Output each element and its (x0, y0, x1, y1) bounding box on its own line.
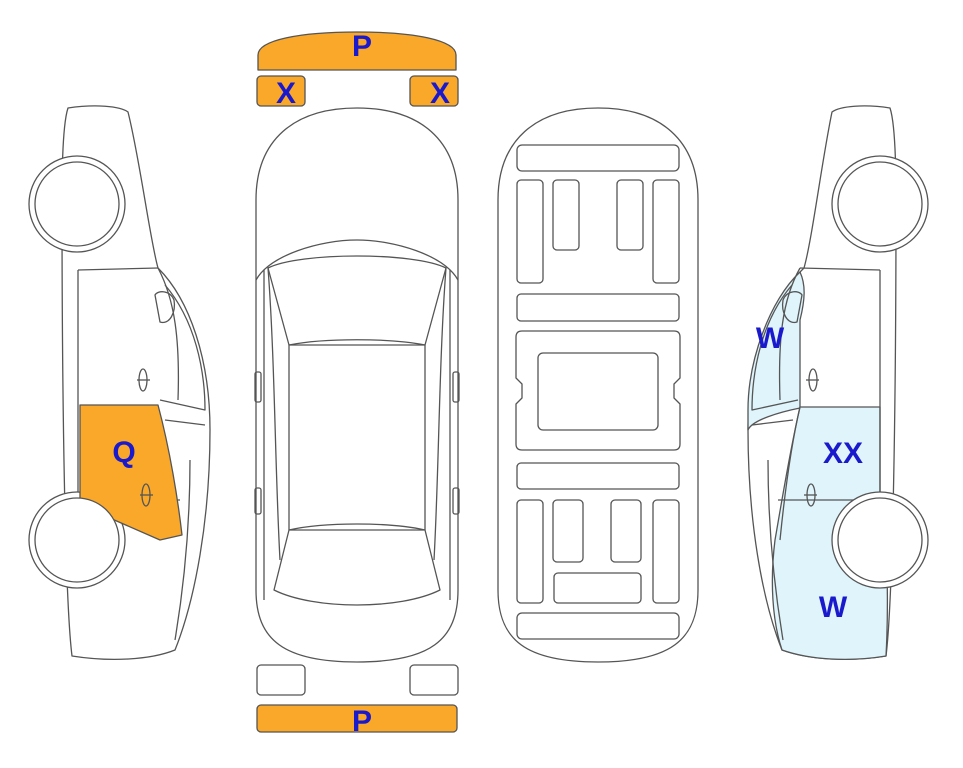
left-side-pillar (157, 267, 180, 401)
top-rear-window (273, 523, 441, 606)
top-rear-right-light (409, 664, 459, 696)
top-hood-line (255, 239, 459, 281)
left-side-front-wheel (34, 161, 120, 247)
right-quarter-panel-code: W (819, 591, 848, 624)
right-side-rear-wheel (837, 497, 923, 583)
right-rear-door-code: XX (823, 437, 863, 470)
right-side-rocker (751, 419, 794, 426)
right-side-door-edge (779, 406, 801, 541)
left-side-windshield (159, 284, 206, 411)
right-side-rear-line (767, 459, 784, 641)
underside-center-panel (537, 352, 659, 431)
underside-front-right-bay (652, 179, 680, 284)
top-view (254, 31, 460, 733)
top-left-rear-handle (254, 487, 262, 515)
underside-rear-left-slot (552, 499, 584, 563)
right-side-mirror (781, 291, 803, 324)
top-front-bumper (257, 31, 457, 71)
front-left-light-code: X (276, 77, 296, 110)
underside-rear-right-bay (652, 499, 680, 604)
right-side-pillar (778, 267, 801, 401)
left-rear-door-code: Q (112, 436, 135, 469)
top-front-left-light (256, 75, 306, 107)
right-side-windshield (751, 284, 799, 411)
underside-front-left-slot (552, 179, 580, 251)
left-side-rear-line (174, 459, 191, 641)
left-side-rear-wheel (34, 497, 120, 583)
rear-bumper-code: P (352, 705, 372, 738)
underside-crossmember-rear (516, 462, 680, 490)
underside-rear-left-bay (516, 499, 544, 604)
left-side-rocker (164, 419, 206, 426)
top-front-right-light (409, 75, 459, 107)
top-left-mirror (254, 371, 262, 403)
underside-front-panel (516, 144, 680, 172)
right-pillar-code: W (756, 322, 785, 355)
underside-front-right-slot (616, 179, 644, 251)
right-side-roof-line (799, 267, 881, 271)
right-side-front-wheel (837, 161, 923, 247)
top-right-mirror (452, 371, 460, 403)
underside-front-left-bay (516, 179, 544, 284)
right-side-view (747, 105, 929, 661)
left-side-rear-door-damage (79, 404, 183, 541)
front-right-light-code: X (430, 77, 450, 110)
underside-center-frame (515, 330, 681, 451)
front-bumper-code: P (352, 30, 372, 63)
left-side-roof-line (77, 267, 159, 271)
right-side-door-handle-rear (804, 483, 817, 507)
top-right-pillar (433, 267, 447, 561)
underside-view (497, 107, 699, 663)
underside-rear-center-slot (553, 572, 642, 604)
left-side-door-handle-front (137, 368, 150, 392)
top-right-rear-handle (452, 487, 460, 515)
left-side-view (28, 105, 211, 661)
right-side-door-handle-front (806, 368, 819, 392)
underside-crossmember-front (516, 293, 680, 322)
top-left-pillar (267, 267, 281, 561)
underside-rear-panel (516, 612, 680, 640)
top-rear-left-light (256, 664, 306, 696)
underside-rear-right-slot (610, 499, 642, 563)
right-side-rear-damage (771, 406, 889, 661)
left-side-door-handle-rear (140, 483, 153, 507)
left-side-mirror (154, 291, 176, 324)
underside-body (497, 107, 699, 663)
top-rear-bumper (256, 704, 458, 733)
top-body (255, 107, 459, 663)
